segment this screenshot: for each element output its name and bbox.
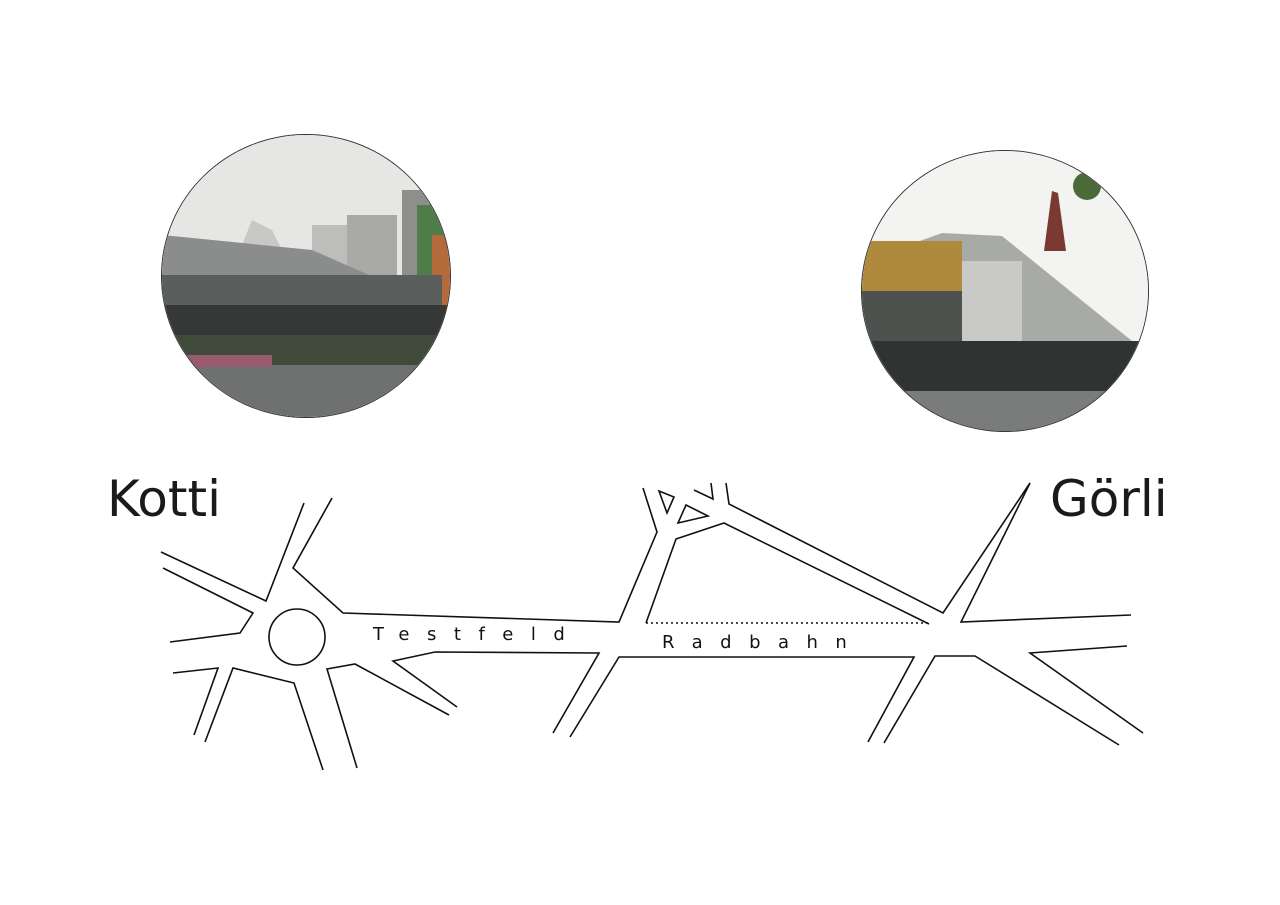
roundabout: [268, 608, 326, 666]
traffic-island: [657, 489, 676, 516]
road-edge: [325, 663, 450, 769]
road-edge: [172, 667, 220, 736]
road-edge: [959, 482, 1132, 623]
road-edge: [725, 482, 1031, 615]
gorli-label: Görli: [1050, 470, 1168, 528]
road-edge: [291, 487, 658, 623]
gorli-station-photo: [861, 150, 1149, 432]
gorli-photo-image: [862, 151, 1148, 431]
road-edge: [204, 667, 324, 771]
kotti-photo-image: [162, 135, 450, 417]
road-edge: [569, 656, 916, 743]
road-edge: [391, 651, 601, 734]
road-edge: [693, 482, 714, 501]
radbahn-label: Radbahn: [662, 632, 865, 653]
testfeld-label: Testfeld: [373, 624, 583, 645]
road-edge: [1027, 645, 1144, 734]
road-edge: [160, 502, 305, 603]
traffic-island: [676, 503, 711, 525]
kotti-label: Kotti: [107, 470, 221, 528]
kotti-station-photo: [161, 134, 451, 418]
road-edge: [162, 567, 255, 643]
road-edge: [883, 655, 1120, 746]
road-edge: [645, 522, 930, 625]
